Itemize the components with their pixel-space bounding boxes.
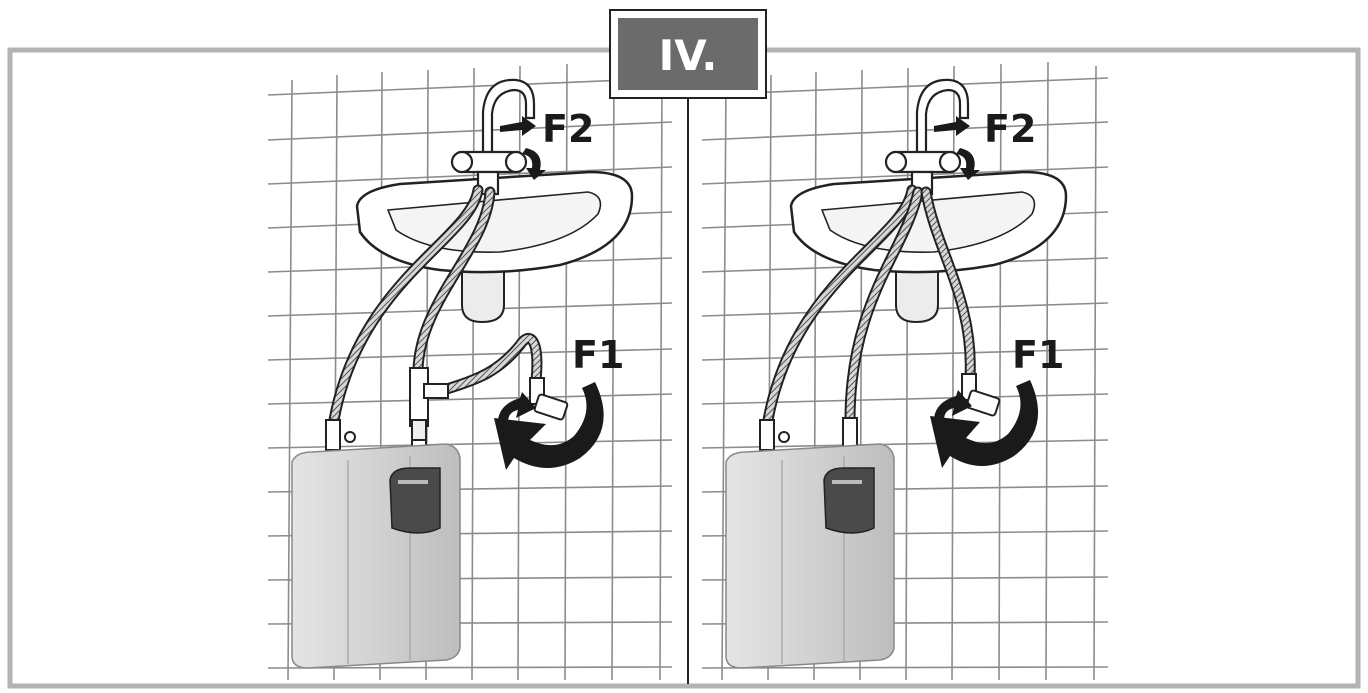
- f2-rotation-arrow-left: [500, 116, 546, 180]
- f2-label-left: F2: [542, 107, 594, 151]
- tile-grid-right: [701, 61, 1109, 681]
- f1-rotation-arrow-right: [930, 380, 1039, 468]
- faucet-right: [884, 78, 970, 196]
- water-heater-left: [291, 419, 461, 669]
- step-badge: IV.: [609, 9, 767, 99]
- step-badge-text: IV.: [659, 31, 718, 80]
- f1-label-right: F1: [1012, 333, 1064, 377]
- sink-siphon-right: [895, 261, 939, 324]
- t-piece-left: [409, 367, 449, 443]
- f2-label-right: F2: [984, 107, 1036, 151]
- f1-label-left: F1: [572, 333, 624, 377]
- water-heater-right: [725, 417, 895, 669]
- hoses-left: [328, 184, 543, 426]
- outer-frame: [7, 47, 1361, 689]
- f2-rotation-arrow-right: [934, 116, 980, 180]
- angle-valve-right: [961, 373, 1001, 417]
- right-panel: F2 F1: [701, 61, 1109, 681]
- sink-siphon-left: [461, 261, 505, 324]
- left-panel: F2 F1: [267, 61, 673, 681]
- f1-rotation-arrow-left: [494, 382, 604, 470]
- hoses-right: [762, 184, 976, 426]
- angle-valve-left: [529, 377, 569, 421]
- faucet-left: [450, 78, 536, 196]
